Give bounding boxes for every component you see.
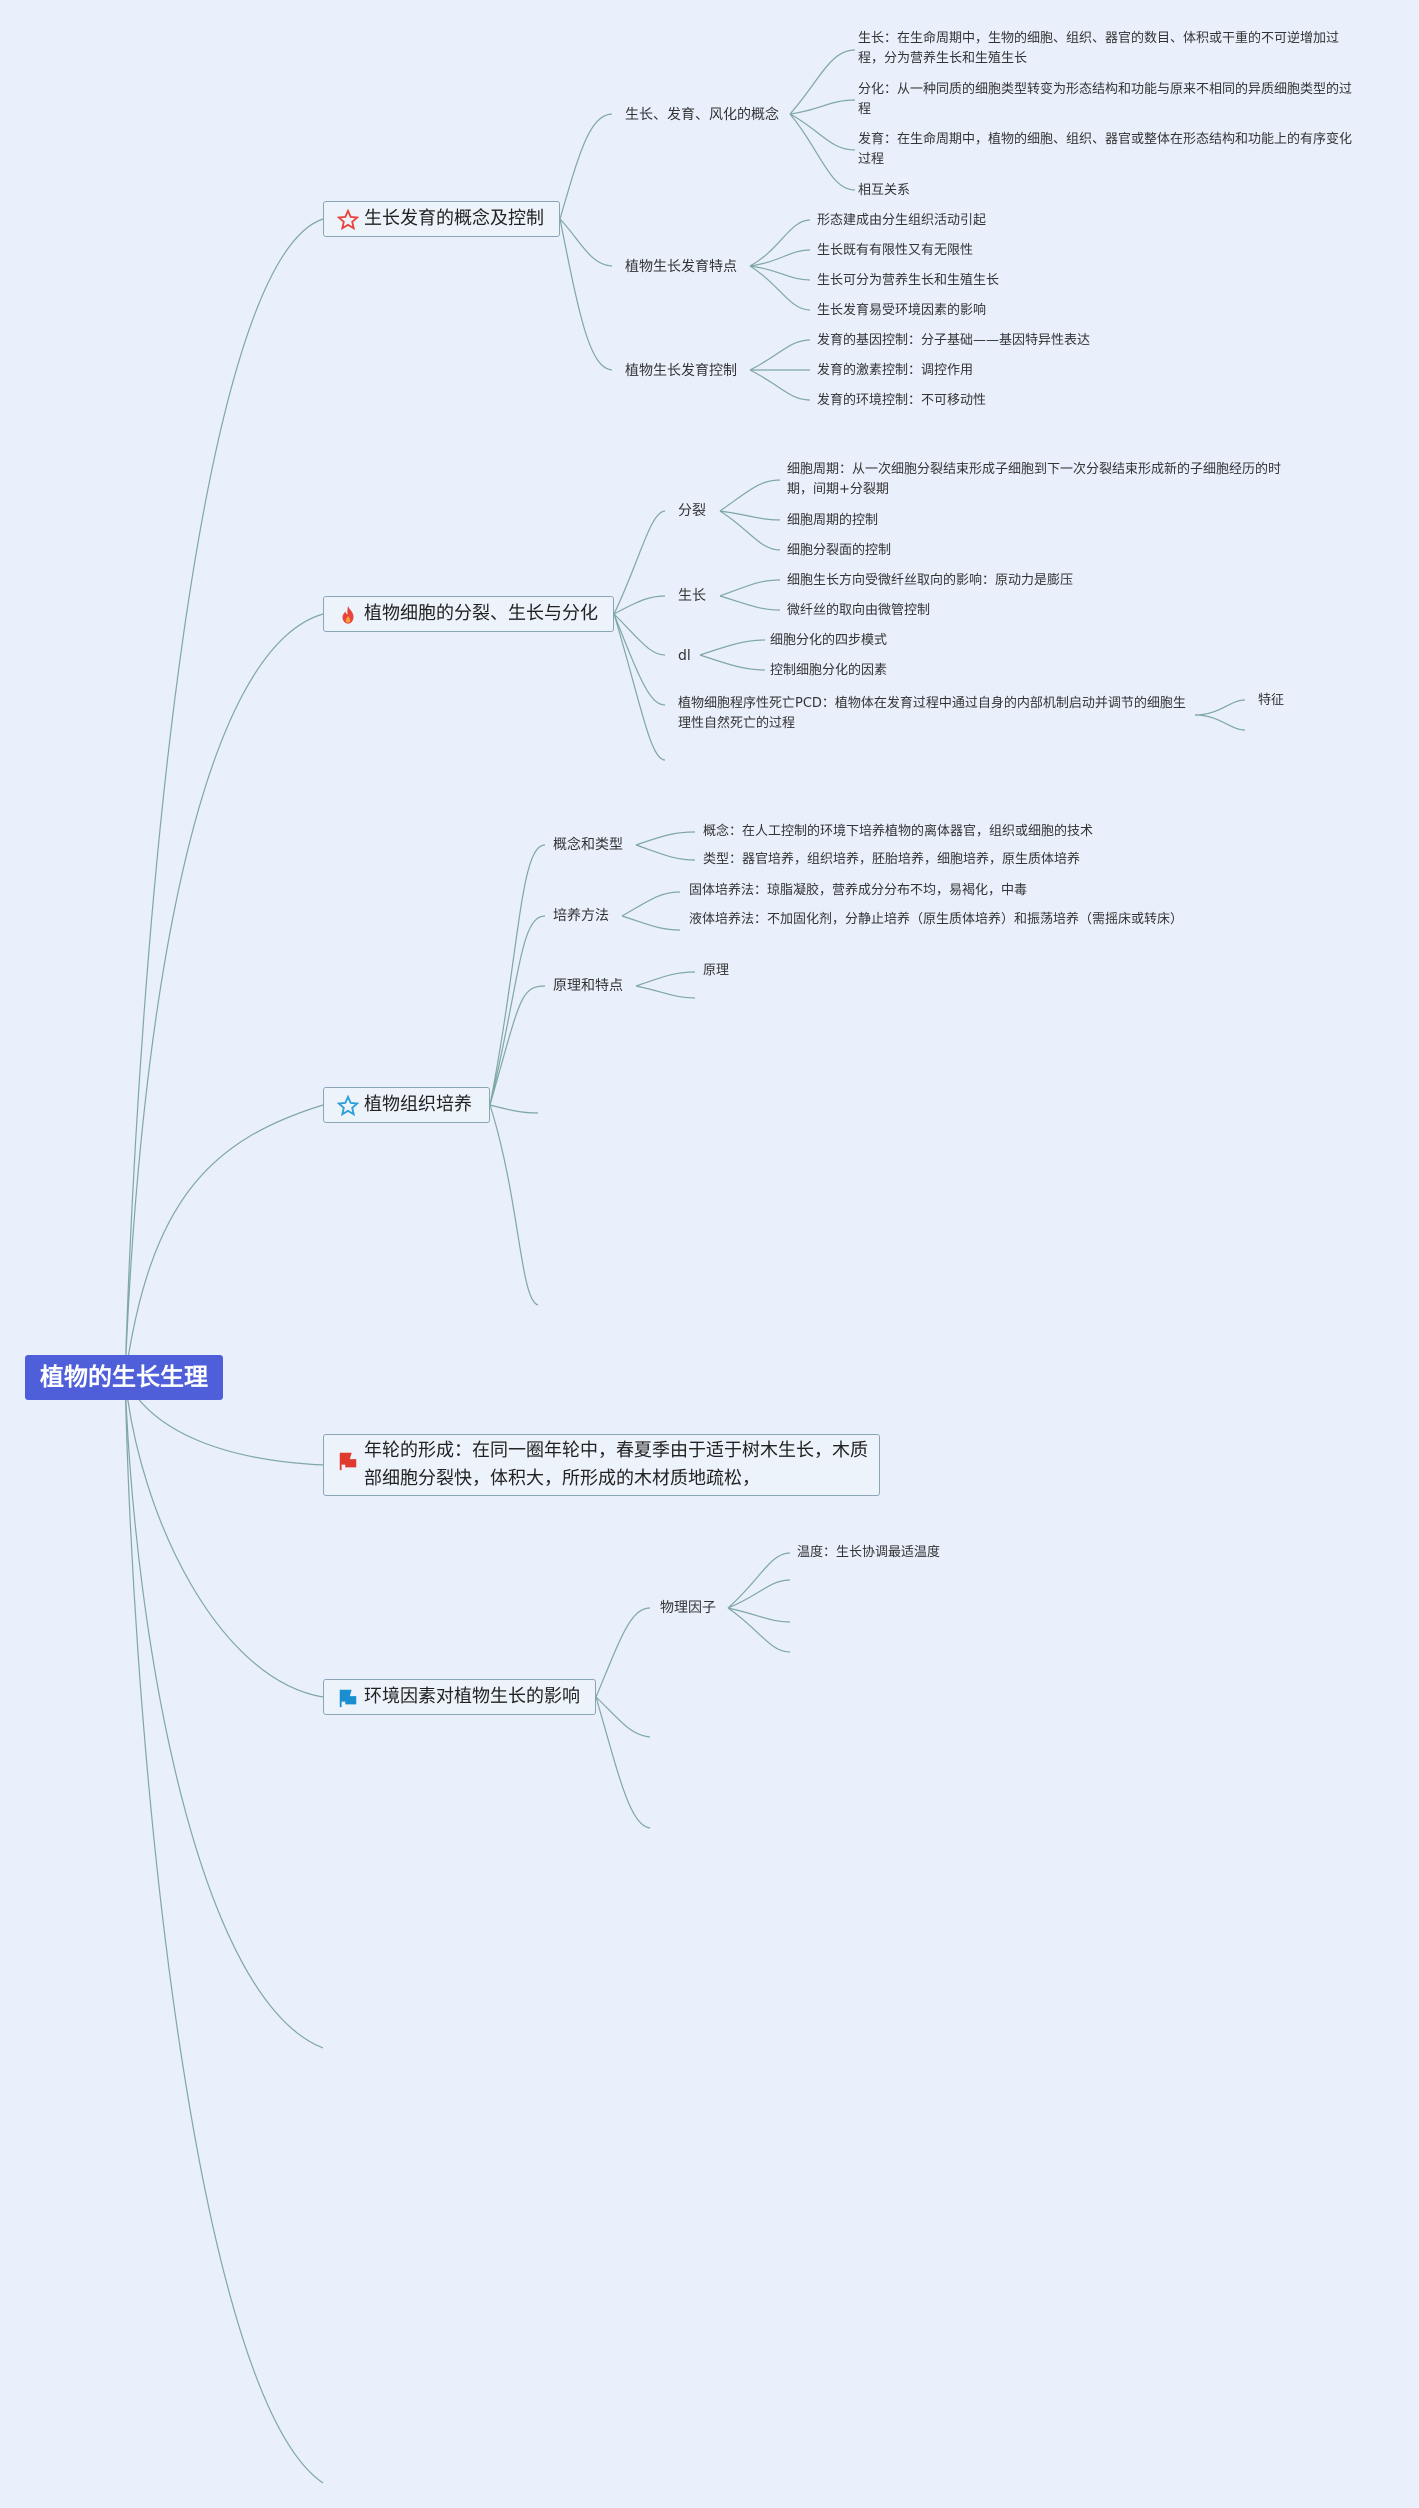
- leaf-cell-cycle[interactable]: 细胞周期：从一次细胞分裂结束形成子细胞到下一次分裂结束形成新的子细胞经历的时期，…: [787, 462, 1282, 497]
- leaf-principle[interactable]: 原理: [703, 963, 730, 978]
- leaf-control-3[interactable]: 发育的环境控制：不可移动性: [817, 393, 987, 408]
- leaf-temperature[interactable]: 温度：生长协调最适温度: [797, 1545, 941, 1560]
- leaf-cell-cycle-control[interactable]: 细胞周期的控制: [787, 513, 879, 528]
- node-physical-factors[interactable]: 物理因子: [660, 1600, 716, 1616]
- leaf-feature-1[interactable]: 形态建成由分生组织活动引起: [817, 213, 987, 228]
- star-outline-icon: [337, 209, 359, 231]
- leaf-control-1[interactable]: 发育的基因控制：分子基础——基因特异性表达: [817, 333, 1091, 348]
- node-concepts[interactable]: 生长、发育、风化的概念: [625, 107, 779, 123]
- branch-label: 植物细胞的分裂、生长与分化: [364, 603, 598, 624]
- leaf-feature-4[interactable]: 生长发育易受环境因素的影响: [817, 303, 987, 318]
- node-division[interactable]: 分裂: [678, 503, 706, 519]
- leaf-feature-2[interactable]: 生长既有有限性又有无限性: [817, 243, 974, 258]
- leaf-development-def[interactable]: 发育：在生命周期中，植物的细胞、组织、器官或整体在形态结构和功能上的有序变化过程: [858, 132, 1353, 167]
- leaf-relationship[interactable]: 相互关系: [858, 183, 911, 198]
- leaf-control-2[interactable]: 发育的激素控制：调控作用: [817, 363, 974, 378]
- leaf-liquid-culture[interactable]: 液体培养法：不加固化剂，分静止培养（原生质体培养）和振荡培养（需摇床或转床）: [689, 912, 1184, 927]
- leaf-types[interactable]: 类型：器官培养，组织培养，胚胎培养，细胞培养，原生质体培养: [703, 852, 1081, 867]
- node-culture-methods[interactable]: 培养方法: [553, 908, 609, 924]
- node-principle[interactable]: 原理和特点: [553, 978, 623, 994]
- branch-growth-concepts[interactable]: 生长发育的概念及控制: [323, 201, 560, 237]
- blue-flag-icon: [339, 1689, 357, 1708]
- leaf-solid-culture[interactable]: 固体培养法：琼脂凝胶，营养成分分布不均，易褐化，中毒: [689, 883, 1028, 898]
- branch-label: 生长发育的概念及控制: [364, 208, 544, 229]
- leaf-microtubule[interactable]: 微纤丝的取向由微管控制: [787, 603, 931, 618]
- leaf-growth-direction[interactable]: 细胞生长方向受微纤丝取向的影响：原动力是膨压: [787, 573, 1074, 588]
- root-node[interactable]: 植物的生长生理: [25, 1355, 223, 1400]
- fire-icon: [342, 605, 354, 624]
- branch-label: 环境因素对植物生长的影响: [364, 1686, 580, 1707]
- node-growth-control[interactable]: 植物生长发育控制: [625, 363, 737, 379]
- leaf-feature-3[interactable]: 生长可分为营养生长和生殖生长: [817, 273, 1000, 288]
- node-concept-types[interactable]: 概念和类型: [553, 837, 623, 853]
- branch-annual-rings[interactable]: 年轮的形成：在同一圈年轮中，春夏季由于适于树木生长，木质部细胞分裂快，体积大，所…: [323, 1434, 880, 1496]
- leaf-division-plane[interactable]: 细胞分裂面的控制: [787, 543, 892, 558]
- star-outline-blue-icon: [337, 1095, 359, 1117]
- branch-environment-factors[interactable]: 环境因素对植物生长的影响: [323, 1679, 596, 1715]
- leaf-diff-model[interactable]: 细胞分化的四步模式: [770, 633, 888, 648]
- branch-label: 植物组织培养: [364, 1094, 472, 1115]
- branch-tissue-culture[interactable]: 植物组织培养: [323, 1087, 490, 1123]
- node-growth-features[interactable]: 植物生长发育特点: [625, 259, 737, 275]
- branch-label: 年轮的形成：在同一圈年轮中，春夏季由于适于树木生长，木质部细胞分裂快，体积大，所…: [364, 1440, 868, 1489]
- leaf-pcd-features[interactable]: 特征: [1258, 693, 1285, 708]
- leaf-differentiation-def[interactable]: 分化：从一种同质的细胞类型转变为形态结构和功能与原来不相同的异质细胞类型的过程: [858, 82, 1353, 117]
- branch-cell-division[interactable]: 植物细胞的分裂、生长与分化: [323, 596, 614, 632]
- leaf-diff-factors[interactable]: 控制细胞分化的因素: [770, 663, 888, 678]
- node-dl[interactable]: dl: [678, 648, 691, 664]
- leaf-growth-def[interactable]: 生长：在生命周期中，生物的细胞、组织、器官的数目、体积或干重的不可逆增加过程，分…: [858, 31, 1340, 66]
- node-pcd[interactable]: 植物细胞程序性死亡PCD：植物体在发育过程中通过自身的内部机制启动并调节的细胞生…: [678, 696, 1186, 731]
- red-flag-icon: [339, 1452, 357, 1471]
- node-cell-growth[interactable]: 生长: [678, 588, 706, 604]
- leaf-concept[interactable]: 概念：在人工控制的环境下培养植物的离体器官，组织或细胞的技术: [703, 824, 1094, 839]
